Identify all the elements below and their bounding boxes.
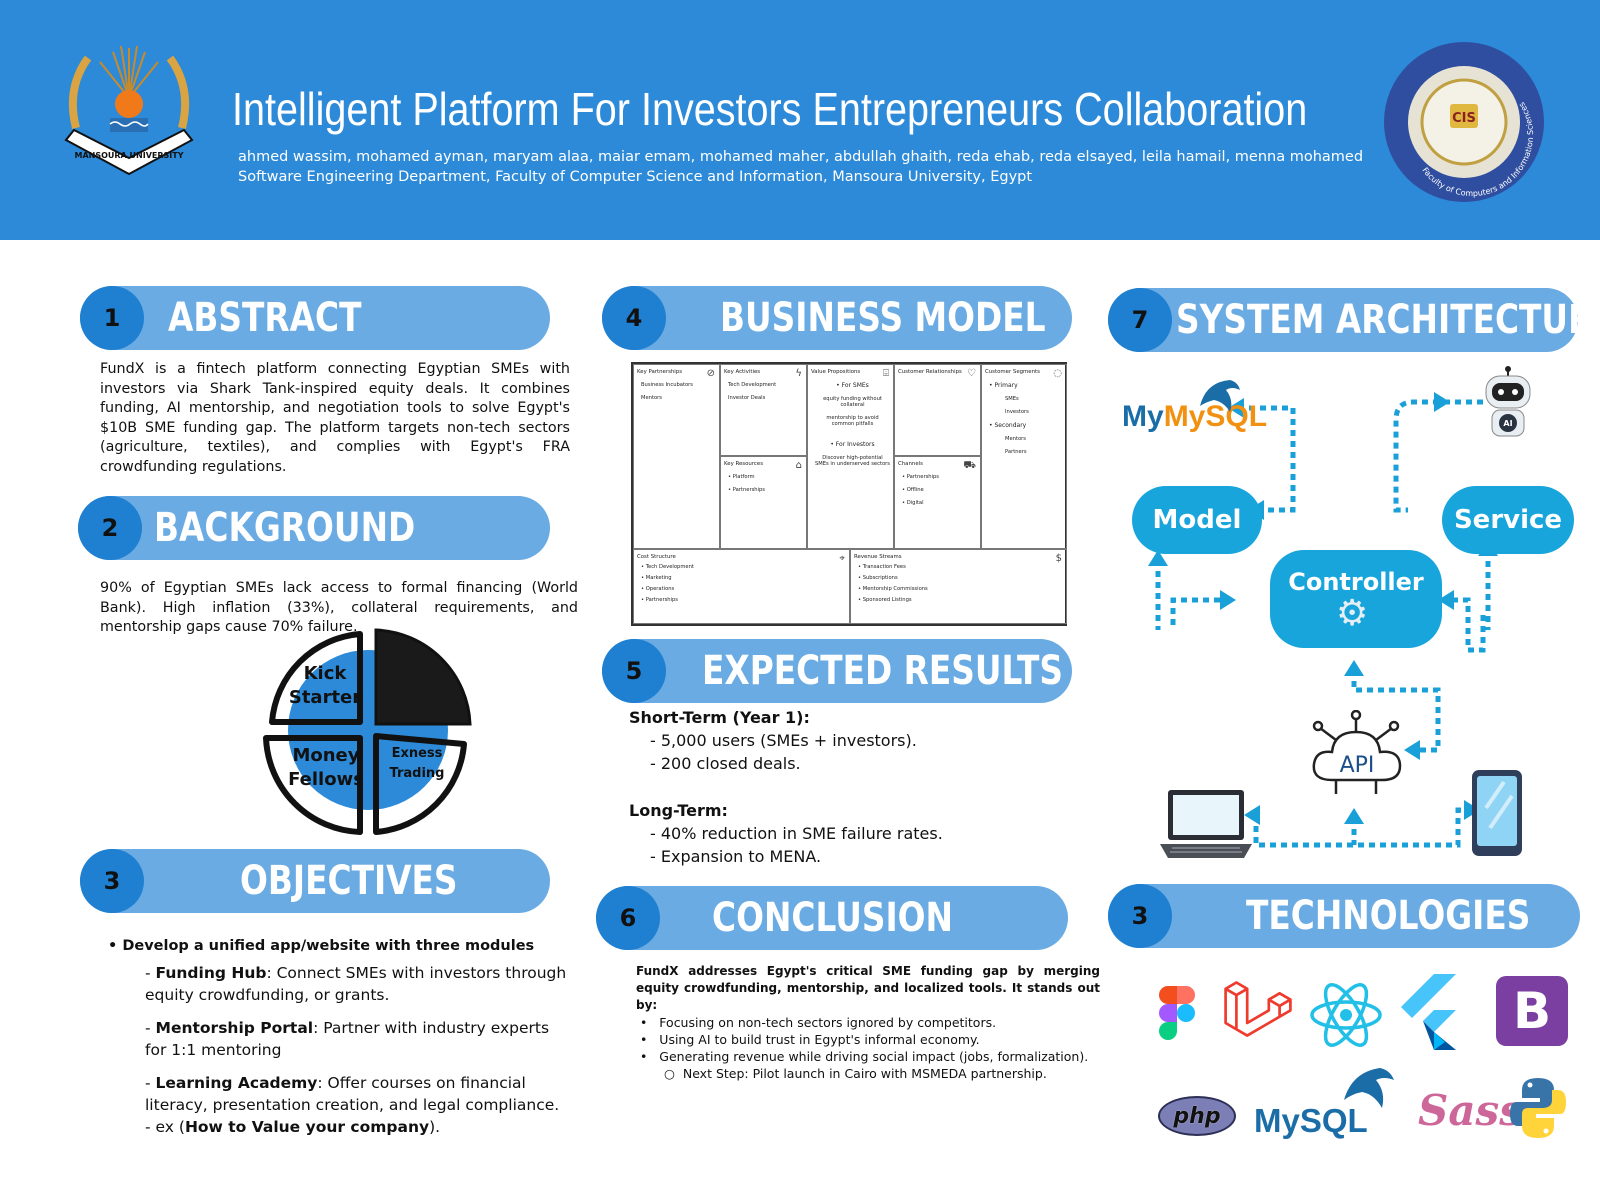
objective-learning-academy: - Learning Academy: Offer courses on fin… bbox=[145, 1074, 560, 1114]
sass-logo: Sass bbox=[1418, 1086, 1523, 1135]
canvas-value-propositions: ⌹ Value Propositions • For SMEs equity f… bbox=[807, 364, 894, 549]
objectives-bullet: • Develop a unified app/website with thr… bbox=[108, 938, 535, 954]
abstract-text: FundX is a fintech platform connecting E… bbox=[100, 361, 570, 475]
section-number: 3 bbox=[1108, 884, 1172, 948]
ai-robot-icon: AI bbox=[1485, 366, 1531, 437]
section-title: ABSTRACT bbox=[168, 295, 362, 341]
architecture-diagram bbox=[1148, 392, 1498, 848]
canvas-customer-relationships: ♡ Customer Relationships bbox=[894, 364, 981, 456]
svg-text:AI: AI bbox=[1503, 419, 1512, 428]
short-term-title: Short-Term (Year 1): bbox=[629, 708, 810, 727]
faculty-cis-logo: CIS Faculty of Computers and Information… bbox=[1384, 42, 1544, 202]
section-title: BUSINESS MODEL bbox=[720, 295, 1046, 341]
background-header: 2 BACKGROUND bbox=[78, 496, 550, 560]
section-number: 5 bbox=[602, 639, 666, 703]
objective-example: - ex (How to Value your company). bbox=[145, 1118, 441, 1136]
canvas-revenue-streams: $ Revenue Streams • Transaction Fees • S… bbox=[850, 549, 1067, 624]
factory-icon: ⌂ bbox=[795, 460, 802, 471]
short-term-item: - 200 closed deals. bbox=[650, 754, 801, 773]
gift-icon: ⌹ bbox=[883, 368, 889, 379]
conclusion-intro: FundX addresses Egypt's critical SME fun… bbox=[636, 964, 1100, 1012]
truck-icon: ⛟ bbox=[963, 460, 976, 471]
svg-text:MANSOURA UNIVERSITY: MANSOURA UNIVERSITY bbox=[74, 151, 183, 160]
poster-title: Intelligent Platform For Investors Entre… bbox=[232, 83, 1308, 135]
conclusion-header: 6 CONCLUSION bbox=[596, 886, 1068, 950]
objective-funding-hub: - Funding Hub: Connect SMEs with investo… bbox=[145, 964, 567, 1004]
model-node: Model bbox=[1132, 486, 1262, 554]
business-model-canvas: ⊘ Key Partnerships Business Incubators M… bbox=[631, 362, 1067, 626]
money-bag-icon: $ bbox=[1055, 553, 1062, 564]
objective-mentorship-portal: - Mentorship Portal: Partner with indust… bbox=[145, 1019, 550, 1059]
section-title: OBJECTIVES bbox=[240, 858, 458, 904]
figma-logo bbox=[1159, 986, 1195, 1040]
section-number: 1 bbox=[80, 286, 144, 350]
long-term-item: - 40% reduction in SME failure rates. bbox=[650, 824, 943, 843]
api-cloud-icon: API bbox=[1312, 710, 1402, 794]
authors-line: ahmed wassim, mohamed ayman, maryam alaa… bbox=[238, 149, 1364, 165]
objectives-header: 3 OBJECTIVES bbox=[80, 849, 550, 913]
service-node: Service bbox=[1442, 486, 1574, 554]
affiliation-line: Software Engineering Department, Faculty… bbox=[238, 169, 1033, 185]
laravel-logo bbox=[1224, 981, 1292, 1037]
pie-label-kick-starter: Kick Starter bbox=[288, 663, 362, 708]
background-text: 90% of Egyptian SMEs lack access to form… bbox=[100, 580, 578, 635]
section-number: 2 bbox=[78, 496, 142, 560]
controller-node: Controller bbox=[1270, 550, 1442, 648]
short-term-item: - 5,000 users (SMEs + investors). bbox=[650, 731, 917, 750]
section-number: 6 bbox=[596, 886, 660, 950]
business-model-header: 4 BUSINESS MODEL bbox=[602, 286, 1072, 350]
long-term-title: Long-Term: bbox=[629, 801, 728, 820]
python-logo bbox=[1510, 1078, 1566, 1138]
section-title: CONCLUSION bbox=[712, 895, 954, 941]
dolphin-icon bbox=[1344, 1068, 1394, 1108]
canvas-key-activities: ϟ Key Activities Tech Development Invest… bbox=[720, 364, 807, 456]
canvas-cost-structure: ⌖ Cost Structure • Tech Development • Ma… bbox=[633, 549, 850, 624]
section-title: BACKGROUND bbox=[154, 505, 416, 551]
section-title: TECHNOLOGIES bbox=[1246, 893, 1531, 939]
conclusion-item: • Generating revenue while driving socia… bbox=[640, 1049, 1089, 1064]
bootstrap-logo: B bbox=[1496, 976, 1568, 1046]
smartphone-icon bbox=[1472, 770, 1522, 856]
canvas-customer-segments: ◌ Customer Segments • Primary SMEs Inves… bbox=[981, 364, 1067, 549]
canvas-key-resources: ⌂ Key Resources • Platform • Partnership… bbox=[720, 456, 807, 549]
segments-icon: ◌ bbox=[1053, 368, 1062, 379]
expected-results-header: 5 EXPECTED RESULTS bbox=[602, 639, 1072, 703]
canvas-channels: ⛟ Channels • Partnerships • Offline • Di… bbox=[894, 456, 981, 549]
section-title: SYSTEM ARCHITECTURE bbox=[1176, 297, 1600, 343]
php-logo: php bbox=[1158, 1096, 1236, 1136]
mysql-arch-logo: MyMySQL bbox=[1122, 400, 1268, 433]
pie-label-money-fellows: Money Fellows bbox=[288, 745, 364, 790]
laptop-icon bbox=[1160, 790, 1252, 858]
section-title: EXPECTED RESULTS bbox=[702, 648, 1064, 694]
technologies-header: 3 TECHNOLOGIES bbox=[1108, 884, 1580, 948]
lightning-icon: ϟ bbox=[795, 368, 802, 379]
svg-text:API: API bbox=[1340, 753, 1375, 778]
pie-label-exness-trading: Exness Trading bbox=[389, 746, 445, 781]
architecture-header: 7 SYSTEM ARCHITECTURE bbox=[1108, 288, 1600, 352]
competitor-pie-graphic bbox=[263, 628, 472, 835]
link-icon: ⊘ bbox=[706, 368, 715, 379]
section-number: 4 bbox=[602, 286, 666, 350]
section-number: 3 bbox=[80, 849, 144, 913]
svg-text:CIS: CIS bbox=[1452, 111, 1476, 126]
conclusion-sub-item: ○ Next Step: Pilot launch in Cairo with … bbox=[664, 1066, 1047, 1081]
heart-icon: ♡ bbox=[967, 368, 976, 379]
mysql-tech-logo: MySQL bbox=[1254, 1102, 1368, 1139]
flutter-logo bbox=[1401, 974, 1456, 1050]
mansoura-university-logo: MANSOURA UNIVERSITY bbox=[64, 45, 194, 176]
react-logo bbox=[1310, 983, 1382, 1047]
long-term-item: - Expansion to MENA. bbox=[650, 847, 822, 866]
gear-icon: ⚙ bbox=[1336, 593, 1369, 634]
canvas-key-partnerships: ⊘ Key Partnerships Business Incubators M… bbox=[633, 364, 720, 549]
conclusion-item: • Focusing on non-tech sectors ignored b… bbox=[640, 1015, 997, 1030]
abstract-header: 1 ABSTRACT bbox=[80, 286, 550, 350]
conclusion-item: • Using AI to build trust in Egypt's inf… bbox=[640, 1032, 980, 1047]
section-number: 7 bbox=[1108, 288, 1172, 352]
tag-icon: ⌖ bbox=[839, 553, 845, 564]
poster-header: MANSOURA UNIVERSITY Intelligent Platform… bbox=[0, 0, 1600, 240]
dolphin-icon bbox=[1200, 380, 1240, 412]
